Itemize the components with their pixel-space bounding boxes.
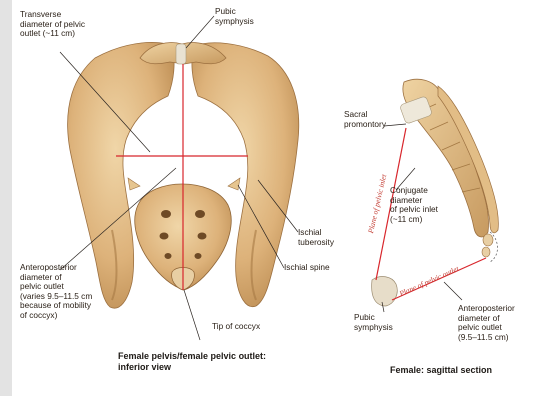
pelvis-inferior-view [60,16,299,340]
label-ischial-tuberosity: Ischial tuberosity [298,228,334,247]
ischial-spine-right [228,178,240,190]
label-transverse-diameter: Transverse diameter of pelvic outlet (~1… [20,10,85,39]
label-tip-of-coccyx: Tip of coccyx [212,322,260,332]
label-sacral-promontory: Sacral promontory [344,110,386,129]
coccyx-sagittal [482,232,498,262]
label-anteroposterior-diameter: Anteroposterior diameter of pelvic outle… [20,263,92,321]
pubic-symphysis-cartilage [176,44,186,64]
label-pubic-symphysis: Pubic symphysis [215,7,254,26]
label-conjugate-diameter: Conjugate diameter of pelvic inlet (~11 … [390,186,438,224]
label-sagittal-pubic-symphysis: Pubic symphysis [354,313,393,332]
caption-sagittal-section: Female: sagittal section [390,365,492,376]
ischial-spine-left [128,178,140,190]
label-ischial-spine: Ischial spine [284,263,330,273]
caption-inferior-view: Female pelvis/female pelvic outlet: infe… [118,351,266,372]
pubic-bone-sagittal [372,277,398,306]
label-sagittal-ap-diameter: Anteroposterior diameter of pelvic outle… [458,304,515,342]
